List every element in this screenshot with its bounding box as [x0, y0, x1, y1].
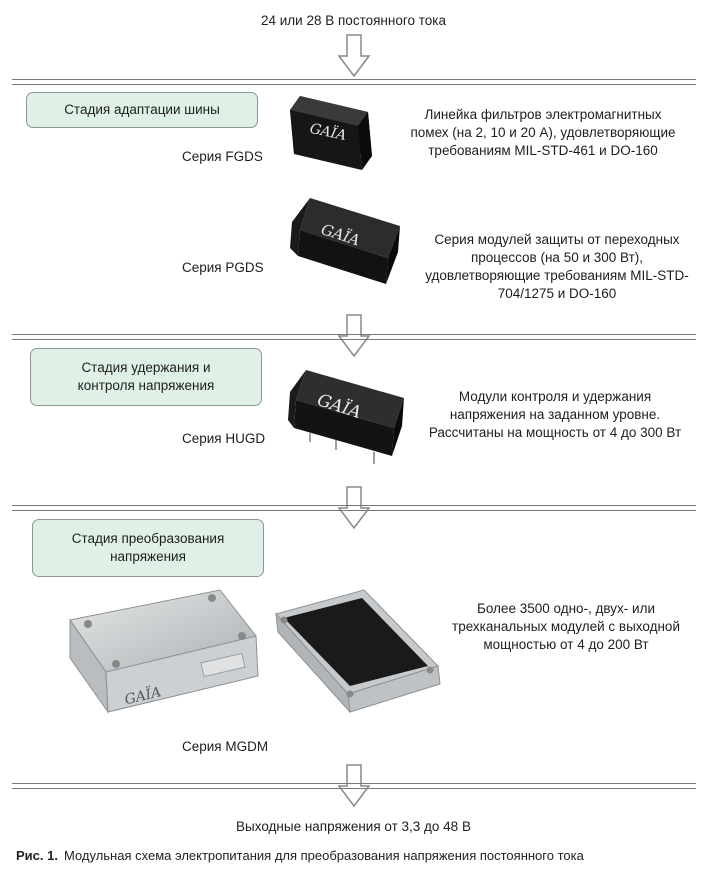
stage-label: Стадия удержания и контроля напряжения	[77, 360, 215, 393]
divider-line	[12, 334, 696, 340]
stage-voltage-conversion: Стадия преобразования напряжения	[32, 519, 264, 577]
caption-prefix: Рис. 1.	[16, 848, 58, 863]
down-arrow-icon	[337, 34, 371, 78]
series-pgds-label: Серия PGDS	[182, 260, 264, 275]
pgds-module-image: GAÏA	[290, 198, 400, 284]
series-mgdm-description: Более 3500 одно-, двух- или трехканальны…	[452, 601, 680, 652]
series-fgds-label: Серия FGDS	[182, 149, 263, 164]
divider-line	[12, 505, 696, 511]
divider-line	[12, 783, 696, 789]
input-voltage-label: 24 или 28 В постоянного тока	[261, 13, 446, 28]
down-arrow-icon	[337, 764, 371, 808]
output-voltage-label: Выходные напряжения от 3,3 до 48 В	[236, 819, 471, 834]
hugd-module-image: GAÏA	[288, 370, 404, 464]
stage-label: Стадия преобразования напряжения	[71, 531, 225, 564]
fgds-module-image: GAÏA	[290, 96, 372, 170]
series-fgds-description: Линейка фильтров электромагнитных помех …	[410, 107, 676, 158]
stage-voltage-holdup: Стадия удержания и контроля напряжения	[30, 348, 262, 406]
stage-label: Стадия адаптации шины	[64, 102, 220, 117]
stage-bus-adaptation: Стадия адаптации шины	[26, 92, 258, 128]
figure-caption: Рис. 1. Модульная схема электропитания дл…	[16, 848, 584, 863]
series-hugd-label: Серия HUGD	[182, 431, 266, 446]
series-pgds-description: Серия модулей защиты от переходных проце…	[425, 232, 689, 301]
down-arrow-icon	[337, 486, 371, 530]
series-mgdm-label: Серия MGDM	[182, 739, 269, 754]
mgdm-module-image: GAÏA	[69, 589, 441, 714]
down-arrow-icon	[337, 314, 371, 358]
series-hugd-description: Модули контроля и удержания напряжения н…	[428, 389, 682, 440]
divider-line	[12, 79, 696, 85]
caption-text: Модульная схема электропитания для преоб…	[63, 848, 584, 863]
